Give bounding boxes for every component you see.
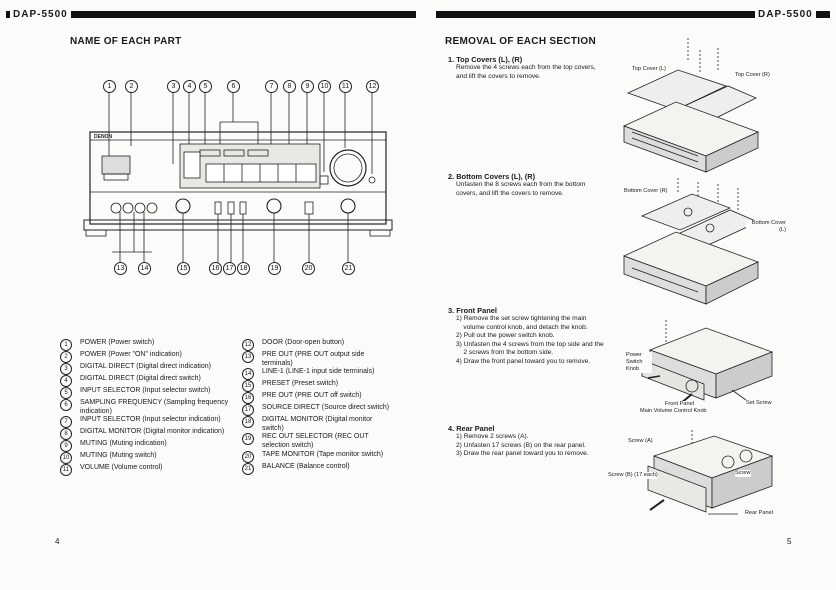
top-covers-diagram bbox=[622, 38, 760, 173]
step-line: volume control knob, and detach the knob… bbox=[456, 323, 588, 331]
step-heading: 3. Front Panel bbox=[448, 306, 497, 315]
header-model-right: DAP-5500 bbox=[755, 8, 816, 21]
step-line: 3) Draw the rear panel toward you to rem… bbox=[456, 450, 589, 458]
step-heading: 4. Rear Panel bbox=[448, 424, 495, 433]
callout-15: 15 bbox=[177, 262, 190, 275]
label-set-screw: Set Screw bbox=[746, 400, 772, 407]
step-heading: 2. Bottom Covers (L), (R) bbox=[448, 172, 536, 181]
step-line: Remove the 4 screws each from the top co… bbox=[456, 64, 596, 71]
step-line: 3) Unfasten the 4 screws from the top si… bbox=[456, 340, 604, 348]
step-bottom-covers: 2. Bottom Covers (L), (R) Unfasten the 8… bbox=[448, 172, 608, 198]
callout-7: 7 bbox=[265, 80, 278, 93]
step-line: 2) Unfasten 17 screws (B) on the rear pa… bbox=[456, 441, 586, 449]
callout-18: 18 bbox=[237, 262, 250, 275]
label-screw-a: Screw (A) bbox=[628, 438, 653, 445]
callout-4: 4 bbox=[183, 80, 196, 93]
callout-5: 5 bbox=[199, 80, 212, 93]
header-bar-right bbox=[436, 11, 830, 18]
page-number-left: 4 bbox=[55, 537, 60, 546]
step-line: 4) Draw the front panel toward you to re… bbox=[456, 357, 591, 365]
step-heading: 1. Top Covers (L), (R) bbox=[448, 55, 523, 64]
step-line: Unfasten the 8 screws each from the bott… bbox=[456, 181, 586, 188]
left-page-title: NAME OF EACH PART bbox=[70, 36, 182, 47]
step-line: 2 screws from the bottom side. bbox=[456, 349, 554, 357]
callout-20: 20 bbox=[302, 262, 315, 275]
label-front-panel: Front Panel bbox=[665, 401, 694, 408]
callout-10: 10 bbox=[318, 80, 331, 93]
callout-1: 1 bbox=[103, 80, 116, 93]
step-line: and lift the covers to remove. bbox=[456, 72, 541, 80]
callout-8: 8 bbox=[283, 80, 296, 93]
step-line: 2) Pull out the power switch knob. bbox=[456, 332, 555, 340]
amplifier-front-panel-drawing: DENON bbox=[83, 92, 393, 264]
callout-19: 19 bbox=[268, 262, 281, 275]
label-power-switch-knob: Power Switch Knob bbox=[626, 352, 652, 373]
header-model-left: DAP-5500 bbox=[10, 8, 71, 21]
label-screw-b: Screw (B) (17 each) bbox=[608, 472, 658, 479]
callout-11: 11 bbox=[339, 80, 352, 93]
callout-17: 17 bbox=[223, 262, 236, 275]
step-top-covers: 1. Top Covers (L), (R) Remove the 4 scre… bbox=[448, 55, 608, 81]
step-line: 1) Remove 2 screws (A). bbox=[456, 433, 529, 440]
callout-21: 21 bbox=[342, 262, 355, 275]
step-line: covers, and lift the covers to remove. bbox=[456, 189, 564, 197]
label-top-cover-l: Top Cover (L) bbox=[632, 66, 666, 73]
label-bottom-cover-r: Bottom Cover (R) bbox=[624, 188, 668, 195]
step-line: 1) Remove the set screw tightening the m… bbox=[456, 315, 587, 322]
callout-14: 14 bbox=[138, 262, 151, 275]
step-rear-panel: 4. Rear Panel 1) Remove 2 screws (A). 2)… bbox=[448, 424, 608, 459]
page-number-right: 5 bbox=[787, 537, 792, 546]
header-bar-left bbox=[6, 11, 416, 18]
step-front-panel: 3. Front Panel 1) Remove the set screw t… bbox=[448, 306, 608, 367]
panel-brand-text: DENON bbox=[94, 134, 112, 140]
callout-2: 2 bbox=[125, 80, 138, 93]
callout-3: 3 bbox=[167, 80, 180, 93]
callout-13: 13 bbox=[114, 262, 127, 275]
callout-6: 6 bbox=[227, 80, 240, 93]
bottom-covers-diagram bbox=[622, 178, 760, 305]
label-rear-panel: Rear Panel bbox=[745, 510, 773, 517]
label-main-volume-knob: Main Volume Control Knob bbox=[640, 408, 707, 415]
callout-9: 9 bbox=[301, 80, 314, 93]
label-bottom-cover-l: Bottom Cover (L) bbox=[746, 220, 786, 234]
callout-12: 12 bbox=[366, 80, 379, 93]
callout-16: 16 bbox=[209, 262, 222, 275]
label-top-cover-r: Top Cover (R) bbox=[735, 72, 770, 79]
right-page-title: REMOVAL OF EACH SECTION bbox=[445, 36, 596, 47]
label-screw: Screw bbox=[735, 470, 751, 477]
